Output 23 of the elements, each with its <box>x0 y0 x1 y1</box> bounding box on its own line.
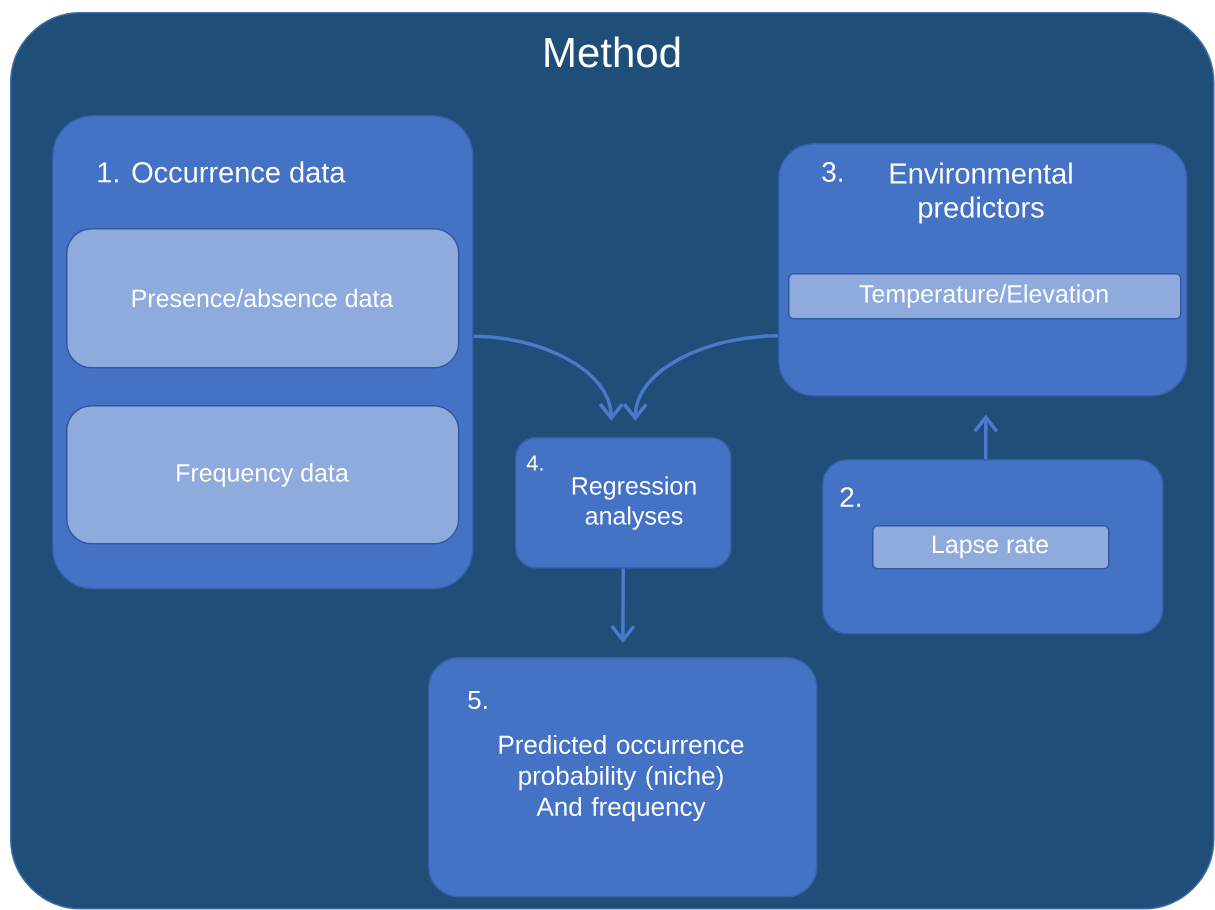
item-box <box>66 228 460 369</box>
item-box <box>872 525 1110 570</box>
box-heading: Method <box>545 36 680 68</box>
item-box <box>788 273 1182 320</box>
box-label: Lapse rate <box>933 535 1048 559</box>
box-label: Regression analyses <box>572 476 696 530</box>
step-box <box>515 437 732 569</box>
step-number: 4. <box>526 455 543 471</box>
arrow <box>622 334 779 421</box>
box-label: Predicted occurrence probability (niche) And frequency <box>499 734 744 822</box>
item-box <box>66 405 460 545</box>
box-label: Frequency data <box>177 463 349 487</box>
box-heading: 1. Occurrence data <box>98 161 346 183</box>
arrow <box>973 414 999 459</box>
step-box <box>428 657 818 898</box>
step-number: 2. <box>840 487 860 507</box>
arrow <box>473 334 624 421</box>
box-heading: Environmental predictors <box>890 162 1072 224</box>
step-number: 5. <box>468 690 487 710</box>
box-label: Presence/absence data <box>132 288 394 308</box>
step-number: 3. <box>822 162 842 182</box>
box-label: Temperature/Elevation <box>859 284 1108 308</box>
arrow <box>610 568 636 643</box>
